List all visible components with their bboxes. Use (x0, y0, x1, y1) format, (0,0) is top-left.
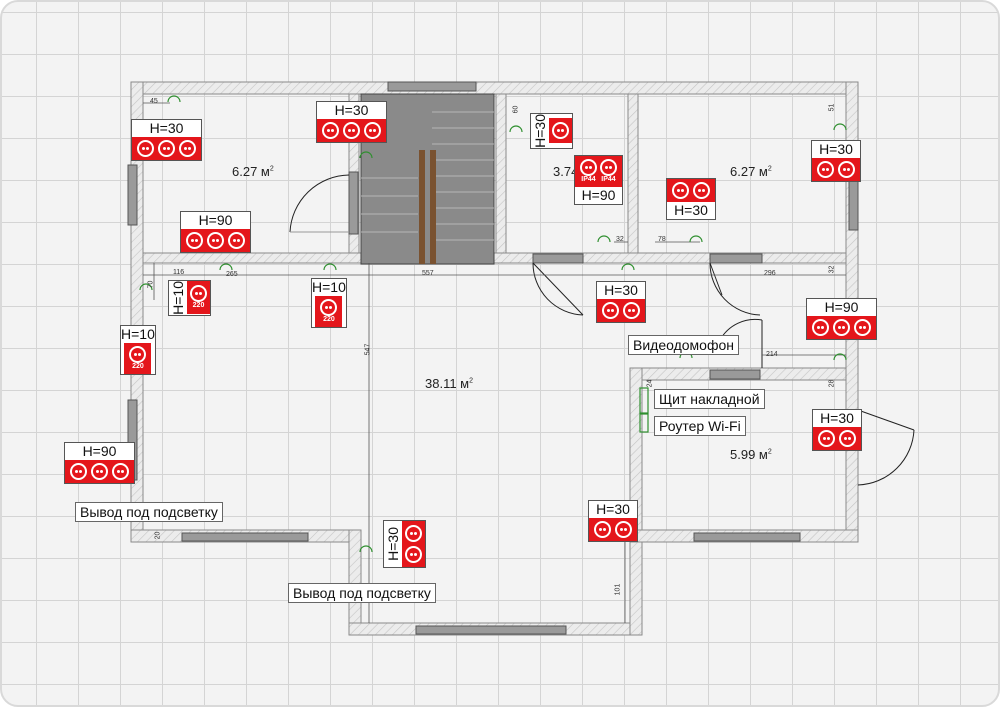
socket-icon (818, 430, 835, 447)
socket-group: H=90 (64, 442, 135, 484)
socket-group: H=30 (588, 500, 638, 542)
dim-label: 45 (150, 98, 158, 105)
dim-label: 78 (658, 236, 666, 243)
light-output-label: Вывод под подсветку (75, 502, 223, 522)
socket-icon (228, 232, 245, 249)
dim-label: 557 (422, 270, 434, 277)
wall-stair-right (495, 93, 507, 254)
socket-icon (405, 546, 422, 563)
socket-icon (179, 140, 196, 157)
room-area-1: 6.27 м2 (232, 164, 274, 179)
socket-icon (190, 285, 207, 303)
dim-label: 24 (646, 379, 654, 388)
socket-icon (207, 232, 224, 249)
socket-icon (322, 122, 339, 139)
socket-group: H=30 (812, 409, 862, 451)
socket-icon (623, 302, 640, 319)
router-label: Роутер Wi-Fi (654, 416, 746, 436)
dim-label: 265 (226, 271, 238, 278)
socket-icon (186, 232, 203, 249)
socket-icon (672, 182, 689, 199)
socket-icon (112, 463, 129, 480)
room-area-4: 38.11 м2 (425, 376, 474, 391)
socket-icon (91, 463, 108, 480)
dim-label: 32 (616, 236, 624, 243)
socket-group: H=10 220 (120, 325, 156, 375)
windows (127, 81, 859, 635)
socket-icon (580, 159, 597, 176)
socket-group: H=30 (383, 520, 426, 568)
dim-label: 28 (828, 379, 836, 388)
socket-icon (552, 122, 569, 140)
dim-label: 70 (147, 280, 155, 289)
socket-icon (129, 346, 147, 363)
socket-height: H=30 (149, 120, 184, 136)
socket-icon (364, 122, 381, 139)
socket-icon (693, 182, 710, 199)
socket-group: H=30 (131, 119, 202, 161)
intercom-label: Видеодомофон (628, 335, 739, 355)
socket-icon (320, 299, 338, 316)
socket-icon (594, 521, 611, 538)
socket-group: H=10 220 (311, 278, 347, 328)
socket-icon (137, 140, 154, 157)
socket-group: H=90 (180, 211, 251, 253)
socket-group: H=10 220 (168, 280, 211, 316)
socket-icon (812, 319, 829, 336)
socket-group: H=30 (316, 101, 387, 143)
socket-icon (838, 161, 855, 178)
wall-top (130, 81, 859, 95)
dim-label: 51 (828, 103, 836, 112)
socket-icon (615, 521, 632, 538)
dim-label: 32 (828, 265, 836, 274)
socket-icon (854, 319, 871, 336)
socket-icon (343, 122, 360, 139)
socket-group: H=30 (666, 178, 716, 220)
dimension-lines (143, 102, 846, 623)
doors (289, 174, 915, 486)
socket-group: H=30 (530, 113, 573, 149)
socket-icon (833, 319, 850, 336)
socket-icon (839, 430, 856, 447)
socket-group: H=30 (596, 281, 646, 323)
wall-bath-right (627, 93, 639, 254)
panel-label: Щит накладной (654, 389, 765, 409)
socket-group: H=90 (806, 298, 877, 340)
dim-label: 101 (614, 583, 622, 596)
dim-label: 116 (173, 269, 185, 276)
socket-icon (70, 463, 87, 480)
socket-group: IP44 IP44 H=90 (574, 155, 623, 205)
switches (139, 95, 847, 553)
staircase (360, 93, 495, 265)
dim-label: 60 (512, 105, 520, 114)
socket-group: H=30 (811, 140, 861, 182)
socket-icon (602, 302, 619, 319)
dim-label: 20 (154, 531, 162, 540)
dim-label: 296 (764, 270, 776, 277)
socket-icon (600, 159, 617, 176)
room-area-5: 5.99 м2 (730, 447, 772, 462)
socket-icon (405, 525, 422, 542)
wall-step-right (629, 529, 643, 636)
room-area-3: 6.27 м2 (730, 164, 772, 179)
socket-icon (817, 161, 834, 178)
room-area-2: 3.74 (553, 164, 579, 179)
dim-label: 214 (766, 351, 778, 358)
socket-icon (158, 140, 175, 157)
dim-label: 547 (364, 343, 372, 356)
light-output-label: Вывод под подсветку (288, 583, 436, 603)
